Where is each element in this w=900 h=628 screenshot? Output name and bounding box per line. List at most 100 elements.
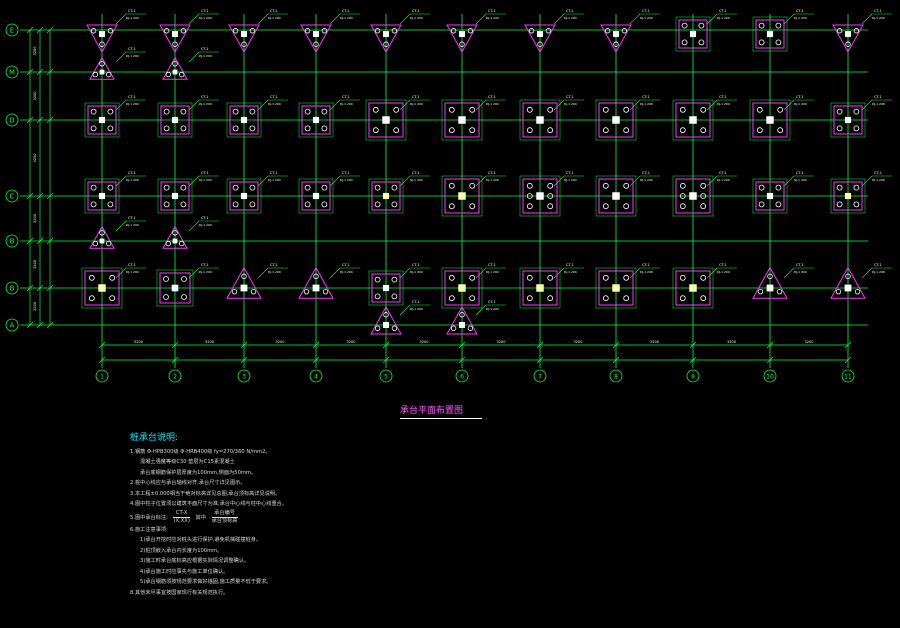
pile-cap-triangle-inverted <box>370 24 402 54</box>
cap-outline <box>446 305 478 335</box>
axis-bubble-number: 4 <box>309 369 323 383</box>
bubble-label: 10 <box>766 374 774 381</box>
cap-label-sub: DJ-1 200 <box>640 102 653 106</box>
dim-tick <box>536 341 544 349</box>
frac-bottom: (X,XX) <box>173 517 190 524</box>
cap-label: CT-1DJ-1 200 <box>188 171 219 187</box>
cap-label: CT-1DJ-1 200 <box>399 9 430 25</box>
pile-circle <box>845 41 851 47</box>
cap-label-sub: DJ-1 200 <box>872 178 885 182</box>
dim-tick <box>312 356 320 364</box>
leader-line <box>553 99 565 111</box>
dim-tick <box>46 321 54 329</box>
cap-label-sub: DJ-1 200 <box>486 307 499 311</box>
pile-circle <box>90 201 97 208</box>
cap-outline <box>370 305 402 335</box>
pile-circle <box>232 28 239 34</box>
pile-circle <box>393 106 400 113</box>
leader-line <box>188 220 200 232</box>
pile-circle <box>304 201 311 208</box>
pile-circle <box>163 201 170 208</box>
cap-outline <box>371 181 401 211</box>
cap-label-text: CT-1 <box>796 9 804 13</box>
cap-outline <box>159 24 191 54</box>
pile-circle <box>391 184 398 191</box>
bubble-circle <box>841 369 855 383</box>
cap-label: CT-1DJ-1 200 <box>553 171 584 187</box>
cap-label-sub: DJ-1 200 <box>199 102 212 106</box>
column-square <box>844 116 852 124</box>
cap-label-text: CT-1 <box>488 300 496 304</box>
cap-dim-box <box>226 178 262 214</box>
cap-label: CT-1DJ-1 200 <box>188 95 219 111</box>
column-square <box>458 116 466 124</box>
cap-label-text: CT-1 <box>566 263 574 267</box>
pile-cap-square <box>365 99 407 141</box>
cap-label-text: CT-1 <box>128 95 136 99</box>
cap-label-text: CT-1 <box>874 9 882 13</box>
cap-outline <box>300 24 332 54</box>
leader-line <box>399 175 411 187</box>
cap-dim-box <box>752 16 788 52</box>
cap-label: CT-1DJ-1 200 <box>553 9 584 25</box>
cap-outline <box>444 102 480 138</box>
pile-circle <box>181 276 187 282</box>
cap-dim-box <box>365 99 407 141</box>
pile-circle <box>700 127 707 134</box>
leader-line <box>399 304 411 316</box>
frac-top: 承台编号 <box>211 510 238 518</box>
cap-label-text: CT-1 <box>642 95 650 99</box>
cap-label-sub: DJ-1 200 <box>340 270 353 274</box>
cap-label: CT-1DJ-1 200 <box>706 95 737 111</box>
pile-circle <box>241 273 247 280</box>
cap-dim-box <box>368 178 404 214</box>
cap-label-text: CT-1 <box>412 300 420 304</box>
leader-line <box>553 13 565 25</box>
bubble-label: E <box>10 27 14 35</box>
axis-bubble-letter: B <box>5 281 19 295</box>
cap-dim-box <box>84 102 120 138</box>
cap-label: CT-1DJ-1 200 <box>115 171 146 187</box>
dim-tick <box>46 116 54 124</box>
cap-label: CT-1DJ-1 200 <box>257 263 288 279</box>
cap-label: CT-1DJ-1 200 <box>188 47 219 63</box>
cap-label-sub: DJ-1 200 <box>717 270 730 274</box>
cap-label: CT-1DJ-1 200 <box>115 263 146 279</box>
axis-bubble-number: 3 <box>237 369 251 383</box>
pile-circle <box>602 274 609 281</box>
cap-label: CT-1DJ-1 200 <box>783 95 814 111</box>
pile-circle <box>545 28 552 34</box>
dim-tick <box>46 68 54 76</box>
cap-label-sub: DJ-1 200 <box>410 102 423 106</box>
pile-circle <box>172 230 178 236</box>
leader-line <box>329 99 341 111</box>
column-square <box>171 192 179 200</box>
pile-cap-square <box>752 16 788 52</box>
cap-outline <box>87 105 117 135</box>
pile-circle <box>304 28 311 34</box>
cap-label-text: CT-1 <box>642 171 650 175</box>
pile-cap-triangle <box>370 305 402 335</box>
pile-circle <box>179 240 185 247</box>
cap-outline <box>598 178 634 214</box>
cap-label-sub: DJ-1 200 <box>872 16 885 20</box>
cap-dim-box <box>672 267 714 309</box>
pile-circle <box>241 41 247 47</box>
pile-cap-square <box>752 178 788 214</box>
cap-outline <box>522 178 558 214</box>
pile-circle <box>775 39 782 46</box>
pile-circle <box>383 41 389 47</box>
pile-cap-square <box>368 178 404 214</box>
pile-circle <box>249 125 256 132</box>
bubble-circle <box>237 369 251 383</box>
pile-circle <box>249 108 256 115</box>
cap-label: CT-1DJ-1 200 <box>861 9 892 25</box>
pile-circle <box>304 108 311 115</box>
pile-circle <box>613 41 619 47</box>
pile-cap-triangle-inverted <box>300 24 332 54</box>
pile-circle <box>99 41 105 47</box>
bubble-circle <box>5 65 19 79</box>
dim-tick <box>36 192 44 200</box>
column-square <box>612 116 620 124</box>
